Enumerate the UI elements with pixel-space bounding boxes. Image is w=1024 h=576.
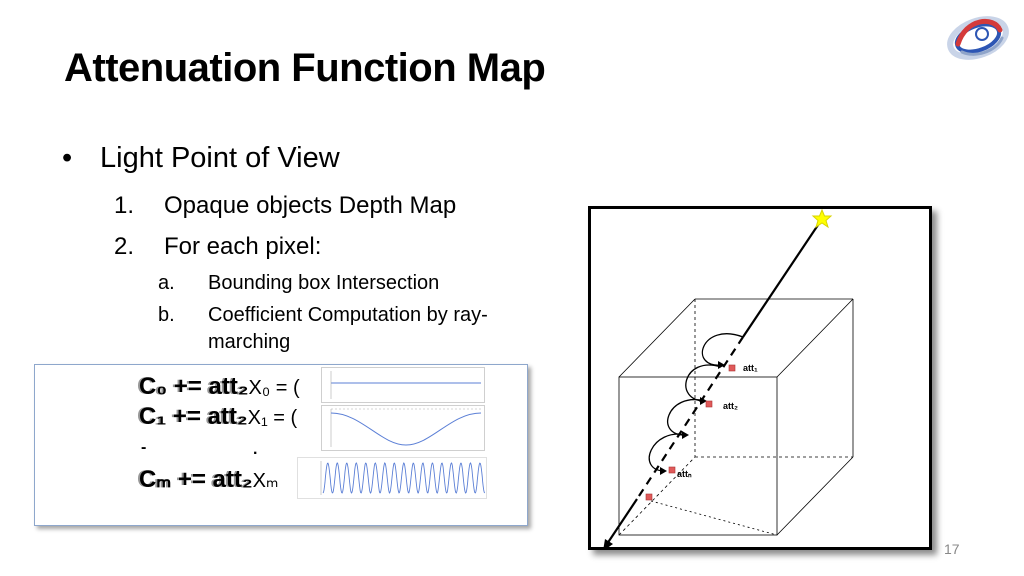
formula-box: C₀ += att₂ C₀ += att₂X₀ = ( C₁ += att₂ C… [34, 364, 528, 526]
basis-plot-high-frequency [297, 457, 487, 499]
light-source-icon [811, 208, 833, 229]
formula-c0: C₀ += att₂X₀ = ( [139, 373, 300, 401]
formula-shadow: Cₘ += att₂ [137, 466, 251, 493]
formula-tail: Xₘ [252, 470, 279, 492]
sublist-letter: b. [158, 304, 175, 326]
page-number: 17 [944, 541, 960, 557]
ray-marching-diagram: att₁ att₂ attₙ [588, 206, 932, 551]
list-number: 2. [114, 233, 135, 260]
logo-icon [947, 16, 1009, 60]
sample-point-n [668, 466, 676, 474]
formula-c1: C₁ += att₂X₁ = ( [139, 403, 297, 431]
basis-plot-constant [321, 367, 485, 403]
label-att1: att₁ [743, 363, 758, 373]
formula-sub: ₂ [241, 466, 253, 493]
sample-point-2 [705, 400, 713, 408]
bullet-marker: • [62, 142, 73, 174]
ellipsis-left: - [141, 439, 147, 456]
formula-main: C₁ += att [139, 403, 237, 430]
formula-main: C₀ += att [139, 373, 238, 400]
sublist-item-coefficient: b. Coefficient Computation by ray-marchin… [158, 302, 538, 356]
formula-sub: ₂ [237, 373, 249, 400]
sublist-letter: a. [158, 272, 175, 294]
basis-plot-cosine [321, 405, 485, 451]
page-title: Attenuation Function Map [64, 46, 546, 90]
formula-tail: X₀ = ( [248, 377, 300, 399]
sublist-item-bounding-box: a. Bounding box Intersection [158, 270, 538, 297]
list-item-each-pixel: 2. For each pixel: [114, 233, 321, 261]
list-text: For each pixel: [164, 233, 322, 260]
formula-shadow: C₁ += att₂ [137, 403, 246, 430]
list-text: Opaque objects Depth Map [164, 192, 457, 219]
label-att2: att₂ [723, 401, 738, 411]
formula-shadow: C₀ += att₂ [137, 373, 247, 400]
sublist-text: Bounding box Intersection [208, 272, 440, 294]
label-attn: attₙ [677, 469, 692, 479]
formula-main: Cₘ += att [139, 466, 242, 493]
formula-cm: Cₘ += att₂Xₘ [139, 465, 278, 494]
formula-tail: X₁ = ( [247, 407, 298, 429]
sample-point-exit [645, 493, 653, 501]
sample-point-1 [728, 364, 736, 372]
formula-sub: ₂ [236, 403, 248, 430]
diagram-canvas: att₁ att₂ attₙ [603, 208, 854, 551]
bullet-text: Light Point of View [100, 142, 340, 174]
ellipsis-right: . [253, 441, 258, 458]
sublist-text: Coefficient Computation by ray-marching [208, 304, 488, 353]
list-number: 1. [114, 192, 135, 219]
bullet-light-point-of-view: • Light Point of View [62, 142, 340, 175]
list-item-depth-map: 1. Opaque objects Depth Map [114, 192, 456, 220]
